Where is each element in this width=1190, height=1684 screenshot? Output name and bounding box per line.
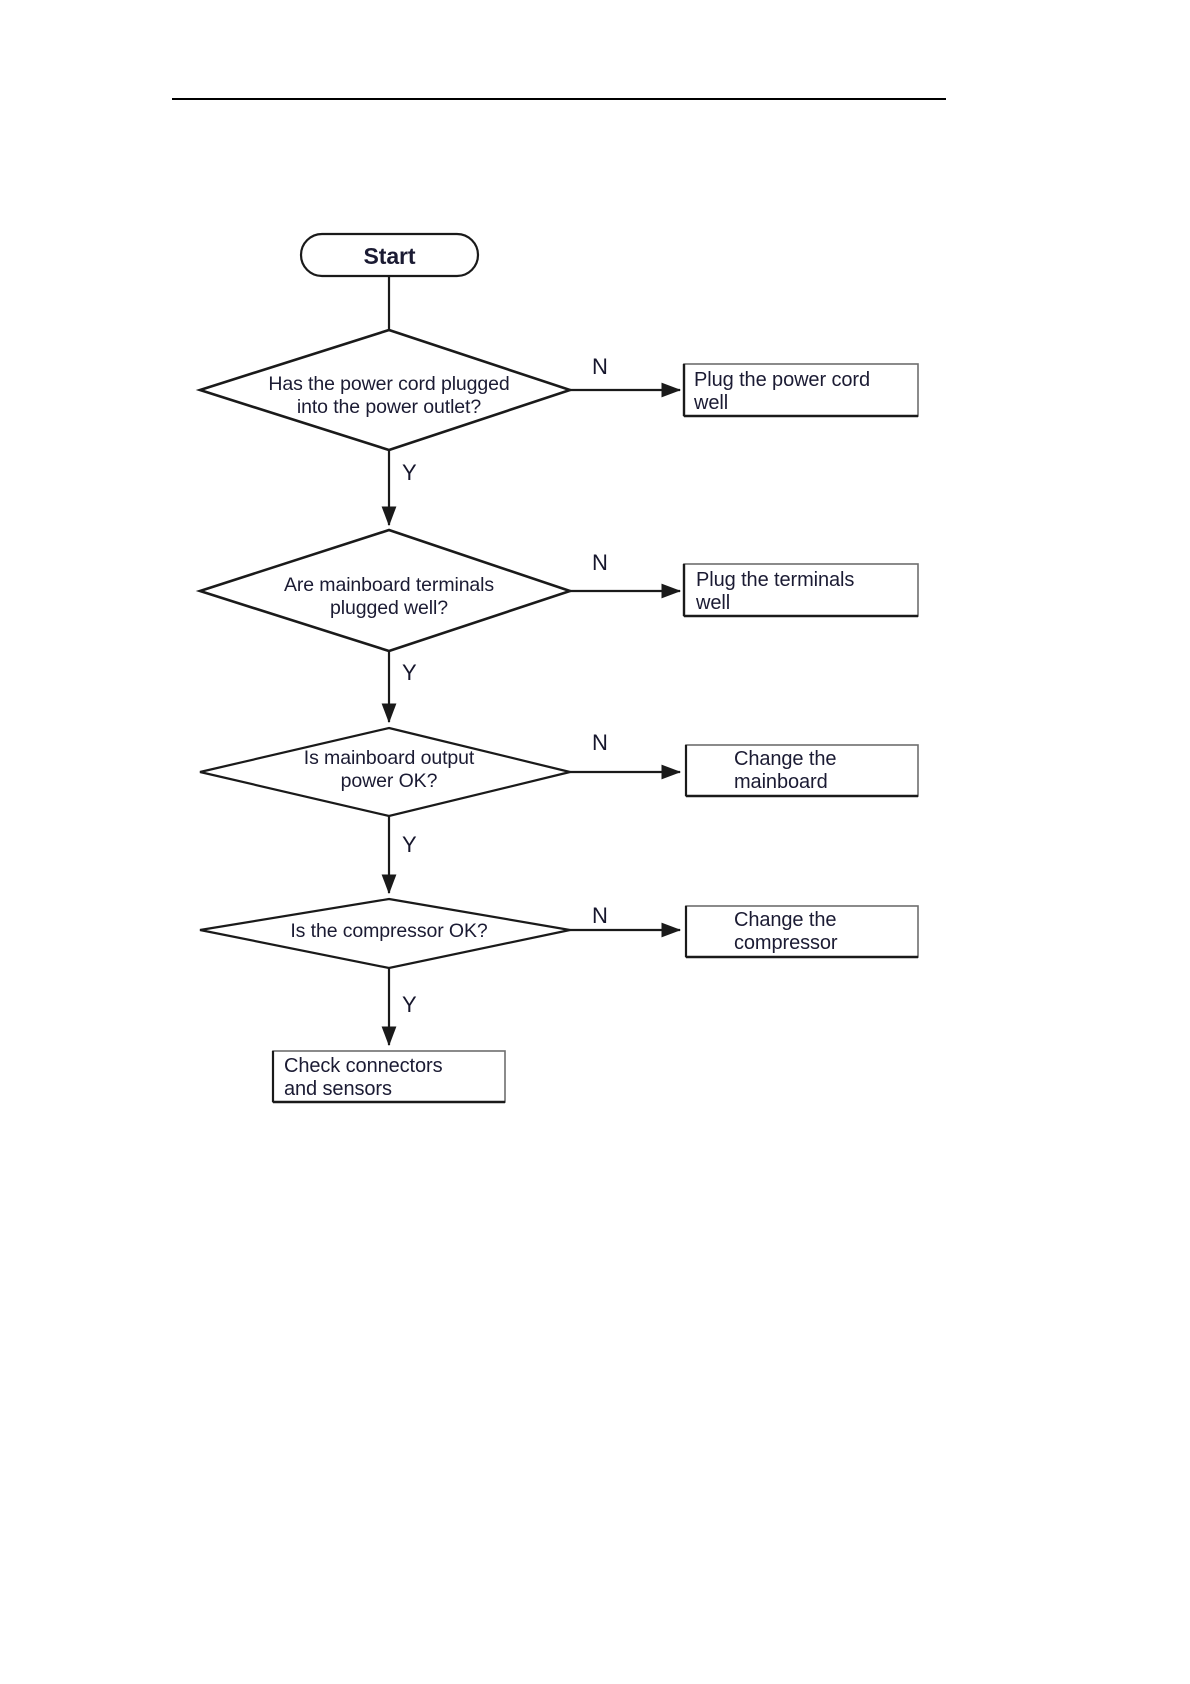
decision-3-label: Is mainboard output power OK? bbox=[303, 747, 475, 792]
branch-label-yes-4: Y bbox=[402, 992, 417, 1017]
branch-label-no-3: N bbox=[592, 730, 608, 755]
action-box-1-label: Plug the power cord well bbox=[694, 369, 870, 415]
branch-label-no-4: N bbox=[592, 903, 608, 928]
branch-label-yes-3: Y bbox=[402, 832, 417, 857]
end-box-shape bbox=[272, 1050, 506, 1103]
decision-1-label: Has the power cord plugged into the powe… bbox=[268, 373, 510, 418]
decision-2-label: Are mainboard terminals plugged well? bbox=[283, 574, 495, 619]
action-box-1-shape bbox=[683, 363, 919, 417]
action-box-3-label: Change the mainboard bbox=[734, 748, 837, 794]
action-box-4-label: Change the compressor bbox=[734, 909, 838, 955]
action-box-3-shape bbox=[685, 744, 919, 797]
action-box-2-label: Plug the terminals well bbox=[696, 569, 855, 615]
branch-label-yes-2: Y bbox=[402, 660, 417, 685]
start-terminator-label: Start bbox=[363, 243, 416, 269]
branch-label-yes-1: Y bbox=[402, 460, 417, 485]
end-box-label: Check connectors and sensors bbox=[284, 1055, 443, 1101]
branch-label-no-2: N bbox=[592, 550, 608, 575]
action-box-4-shape bbox=[685, 905, 919, 958]
header-divider bbox=[172, 98, 946, 100]
decision-4-label: Is the compressor OK? bbox=[290, 920, 488, 942]
branch-label-no-1: N bbox=[592, 354, 608, 379]
